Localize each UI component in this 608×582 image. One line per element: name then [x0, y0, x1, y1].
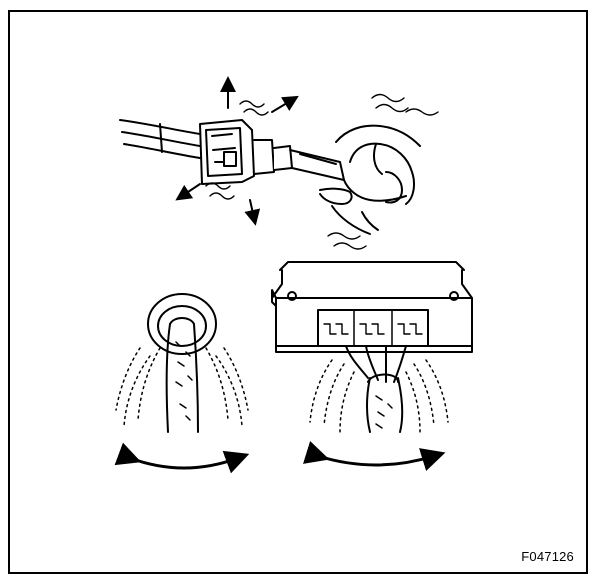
- shake-marks: [205, 93, 439, 250]
- motion-lines: [309, 359, 449, 433]
- direction-arrows: [175, 76, 299, 226]
- wiggle-test-illustration: [114, 76, 473, 474]
- grommet-wiggle-panel: [114, 293, 250, 474]
- ecu-connector-wiggle-panel: [271, 261, 473, 472]
- ecu-connector: [317, 309, 429, 347]
- harness: [165, 317, 199, 433]
- figure-id-label: F047126: [521, 549, 574, 564]
- hand: [319, 124, 421, 235]
- wire-bundle: [119, 119, 201, 159]
- connector-tool: [289, 149, 345, 181]
- connector-housing: [199, 119, 293, 185]
- swing-arrow: [114, 442, 250, 474]
- ecu-harness: [345, 345, 407, 433]
- motion-lines: [115, 347, 249, 427]
- diagram-frame: F047126: [8, 10, 588, 574]
- connector-wiggle-panel: [119, 76, 439, 250]
- swing-arrow: [302, 440, 446, 472]
